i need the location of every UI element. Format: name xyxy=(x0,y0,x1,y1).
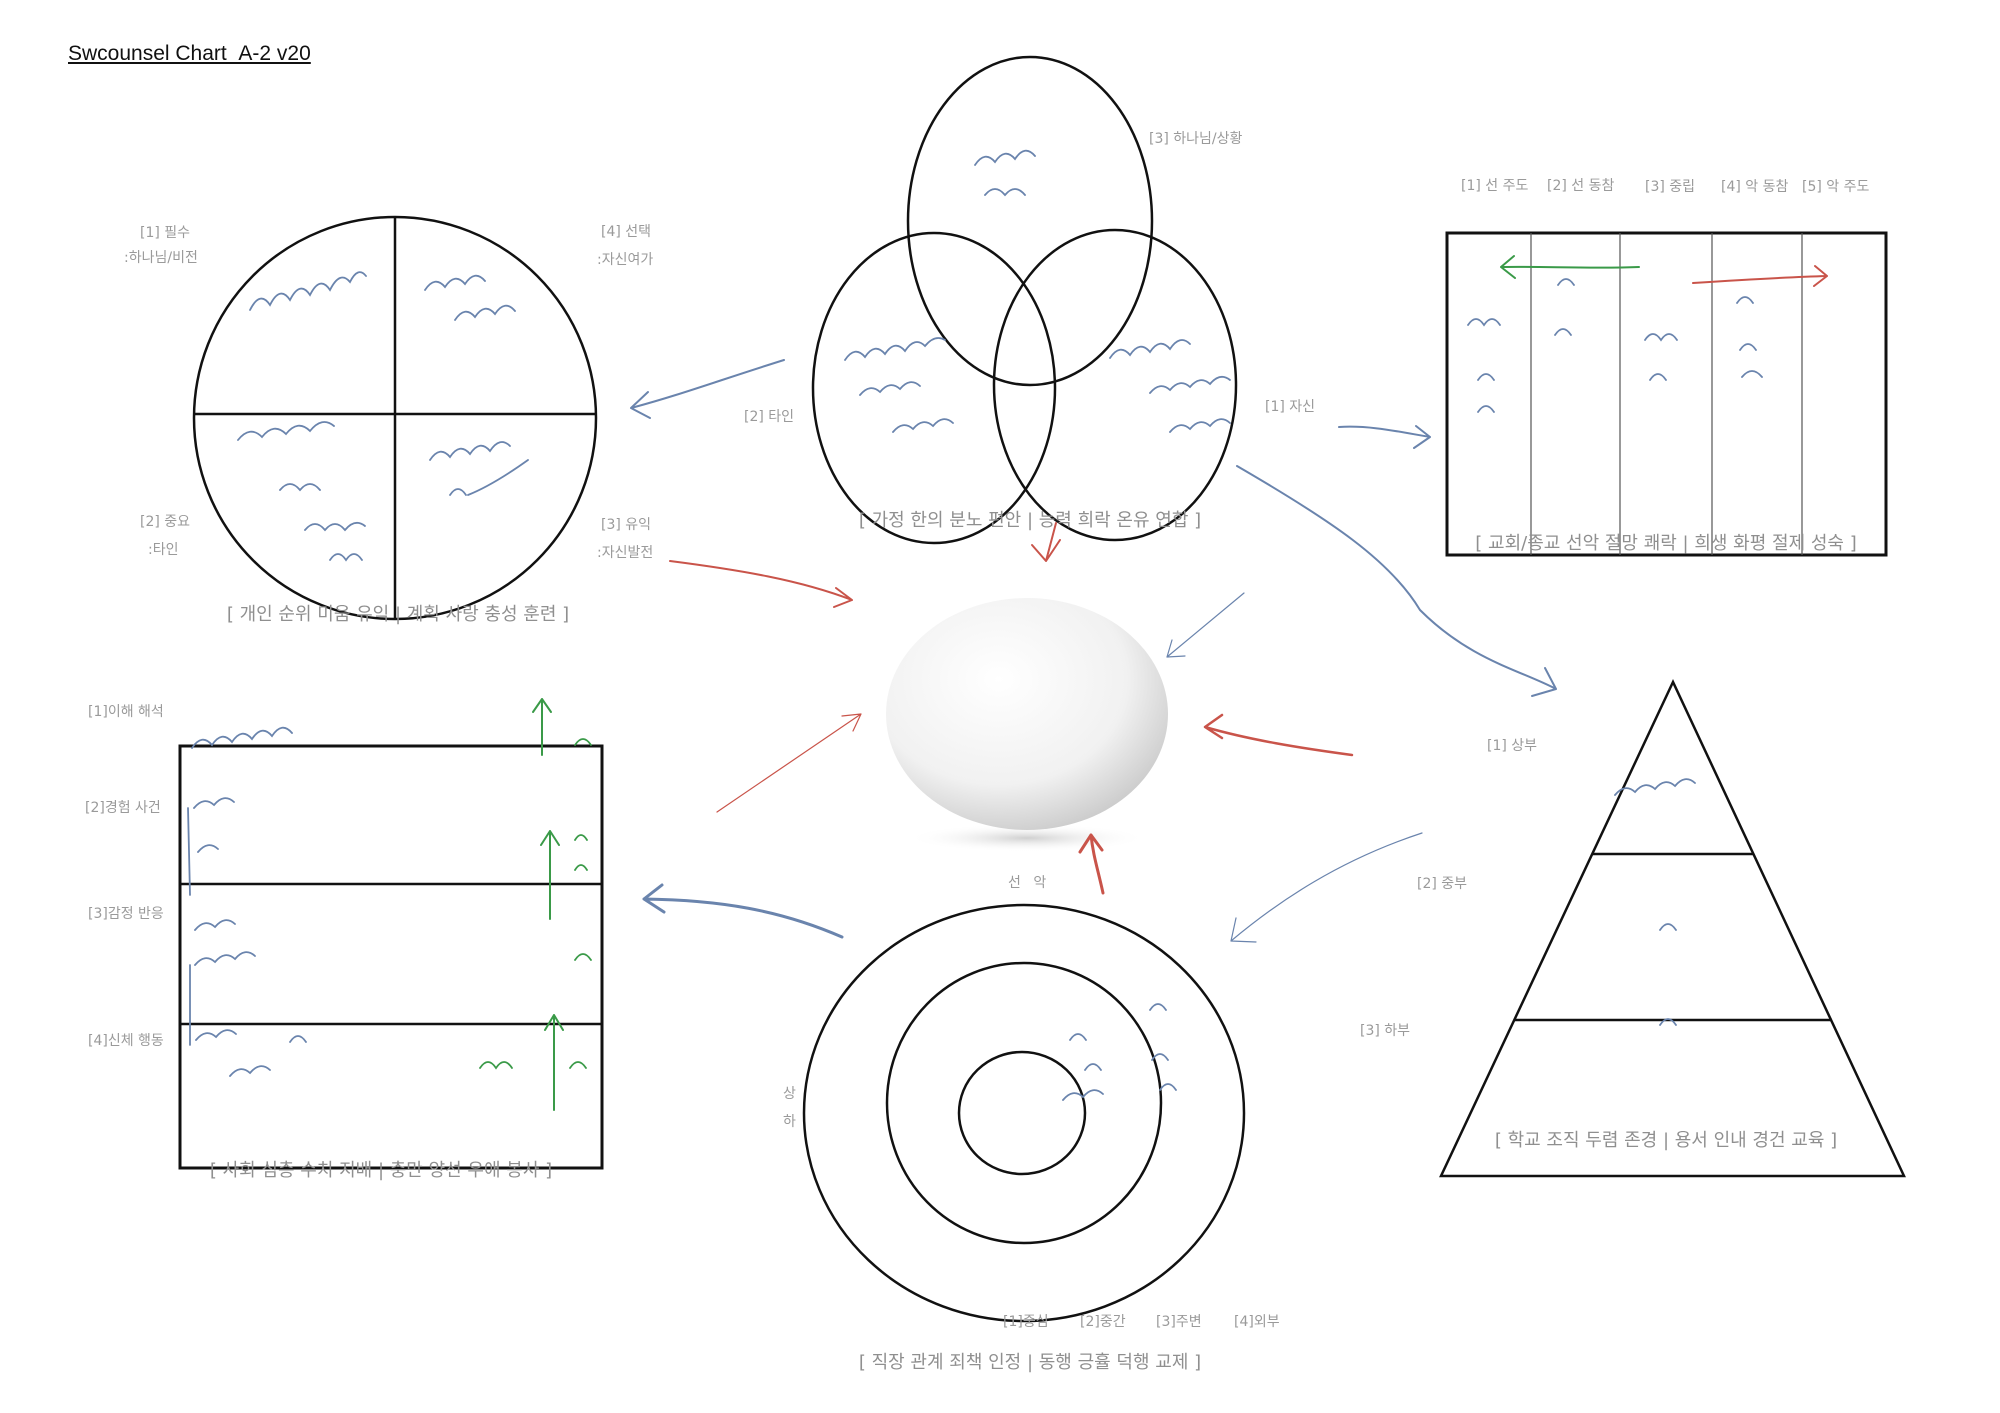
rings-label-3: [3]주변 xyxy=(1156,1314,1202,1330)
venn-label-right: [1] 자신 xyxy=(1265,399,1316,415)
quadrant-label-3: [3] 유익 xyxy=(601,517,652,533)
page-title: Swcounsel Chart_A-2 v20 xyxy=(68,42,311,65)
center-egg xyxy=(886,598,1168,852)
arrow-rings-to-layers xyxy=(642,883,844,939)
layer-label-4: [4]신체 행동 xyxy=(88,1033,164,1049)
venn-label-top: [3] 하나님/상황 xyxy=(1149,131,1243,147)
pyramid-caption: [ 학교 조직 두렴 존경 | 용서 인내 경건 교육 ] xyxy=(1494,1130,1838,1151)
quadrant-label-4: [4] 선택 xyxy=(601,224,652,240)
arrow-venn-to-pyramid xyxy=(1236,465,1557,697)
layer-label-1: [1]이해 해석 xyxy=(88,704,164,720)
arrow-pyramid-to-rings xyxy=(1230,832,1423,943)
spectrum-header-2: [2] 선 동참 xyxy=(1547,178,1615,194)
quadrant-sublabel-4: :자신여가 xyxy=(597,252,654,268)
arrow-layers-up-3 xyxy=(544,1014,564,1111)
arrow-layers-to-egg xyxy=(716,713,862,813)
venn-diagram xyxy=(811,55,1238,545)
arrow-venn-to-quadrant xyxy=(630,359,785,419)
arrow-venn-to-spectrum xyxy=(1338,425,1431,449)
rings-label-4: [4]외부 xyxy=(1234,1314,1280,1330)
layer-label-2: [2]경험 사건 xyxy=(85,800,161,816)
rings-top-label: 선 악 xyxy=(1008,875,1051,891)
spectrum-header-3: [3] 중립 xyxy=(1645,179,1696,195)
pyramid xyxy=(1439,679,1906,1178)
spectrum-table xyxy=(1445,231,1888,557)
pyramid-label-3: [3] 하부 xyxy=(1360,1023,1411,1039)
layers-caption: [ 사회 심층 수치 지배 | 충만 양선 우애 봉사 ] xyxy=(209,1160,553,1181)
spectrum-caption: [ 교회/종교 선악 절망 쾌락 | 희생 화평 절제 성숙 ] xyxy=(1475,533,1857,554)
arrow-quadrant-to-egg xyxy=(669,560,853,608)
concentric-rings xyxy=(802,903,1246,1323)
pyramid-label-1: [1] 상부 xyxy=(1487,738,1538,754)
rings-side-label-top: 상 xyxy=(783,1086,796,1102)
arrow-rings-to-egg xyxy=(1078,833,1105,895)
arrow-to-egg-top-right xyxy=(1166,592,1245,658)
layer-label-3: [3]감정 반응 xyxy=(88,906,164,922)
arrow-pyramid-to-egg xyxy=(1203,713,1354,757)
venn-caption: [ 가정 한의 분노 편안 | 능력 희락 온유 연합 ] xyxy=(858,510,1202,531)
quadrant-sublabel-1: :하나님/비전 xyxy=(124,250,198,266)
arrow-layers-up-1 xyxy=(532,698,552,756)
arrow-spectrum-good xyxy=(1500,255,1640,279)
spectrum-header-5: [5] 악 주도 xyxy=(1802,179,1870,195)
quadrant-caption: [ 개인 순위 미움 유익 | 계획 사랑 충성 훈련 ] xyxy=(226,604,570,625)
rings-side-label-bottom: 하 xyxy=(783,1114,796,1130)
handwritten-notes xyxy=(187,149,1763,1101)
rings-label-1: [1]중심 xyxy=(1003,1314,1049,1330)
quadrant-circle xyxy=(192,215,598,621)
arrow-layers-up-2 xyxy=(540,830,560,920)
spectrum-header-1: [1] 선 주도 xyxy=(1461,178,1529,194)
rings-caption: [ 직장 관계 죄책 인정 | 동행 긍휼 덕행 교제 ] xyxy=(858,1352,1202,1373)
quadrant-label-1: [1] 필수 xyxy=(140,225,191,241)
spectrum-header-4: [4] 악 동참 xyxy=(1721,179,1789,195)
arrow-spectrum-evil xyxy=(1692,265,1828,287)
rings-label-2: [2]중간 xyxy=(1080,1314,1126,1330)
quadrant-sublabel-2: :타인 xyxy=(148,542,179,558)
arrow-venn-to-egg xyxy=(1031,522,1061,562)
layers-table xyxy=(178,744,604,1170)
venn-label-left: [2] 타인 xyxy=(744,409,795,425)
quadrant-sublabel-3: :자신발전 xyxy=(597,545,654,561)
quadrant-label-2: [2] 중요 xyxy=(140,514,191,530)
pyramid-label-2: [2] 중부 xyxy=(1417,876,1468,892)
